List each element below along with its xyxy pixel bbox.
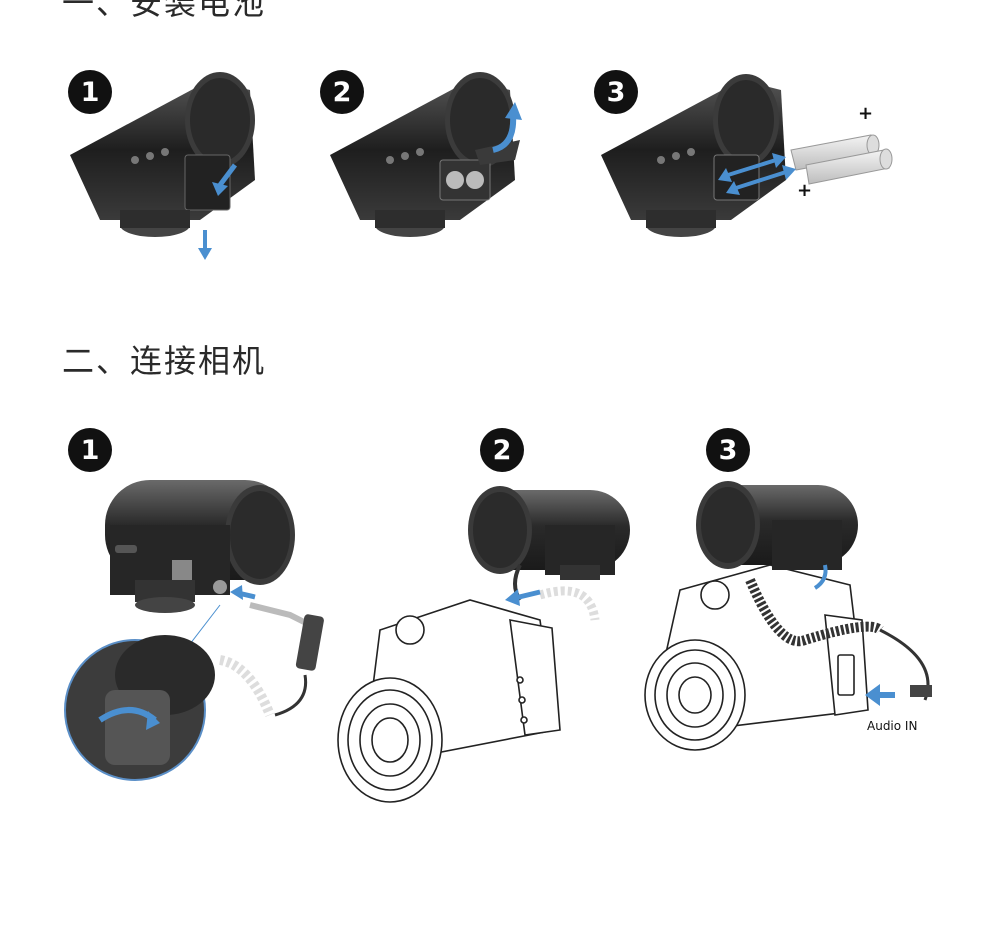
plus-sign-top: + — [858, 103, 874, 124]
plus-sign-bottom: + — [797, 180, 813, 201]
camera-icon — [644, 564, 869, 751]
step-badge-3: 3 — [706, 428, 750, 472]
left-arrow-icon — [505, 589, 541, 606]
step-badge-2: 2 — [320, 70, 364, 114]
step-badge-1: 1 — [68, 70, 112, 114]
audio-cable-icon — [218, 602, 324, 717]
battery-icon — [790, 134, 893, 185]
step-badge-2: 2 — [480, 428, 524, 472]
left-arrow-icon — [865, 684, 895, 706]
section-heading-battery: 一、安装电池 — [62, 0, 267, 22]
camera-step-1-illustration — [64, 480, 324, 781]
left-arrow-icon — [230, 585, 256, 600]
step-badge-1: 1 — [68, 428, 112, 472]
battery-step-1-illustration — [70, 72, 255, 260]
section-heading-camera: 二、连接相机 — [62, 342, 267, 380]
coiled-cable-icon — [745, 578, 932, 701]
step-badge-3: 3 — [594, 70, 638, 114]
camera-step-2-illustration — [337, 486, 630, 803]
double-arrow-icon — [718, 153, 796, 195]
zoom-detail-circle — [64, 635, 215, 781]
down-arrow-icon — [198, 163, 237, 260]
camera-icon — [337, 599, 561, 803]
battery-step-2-illustration — [330, 72, 522, 237]
audio-in-label: Audio IN — [867, 719, 918, 733]
battery-step-3-illustration — [601, 74, 893, 237]
curved-arrow-icon — [492, 102, 522, 153]
camera-step-3-illustration — [644, 481, 932, 751]
